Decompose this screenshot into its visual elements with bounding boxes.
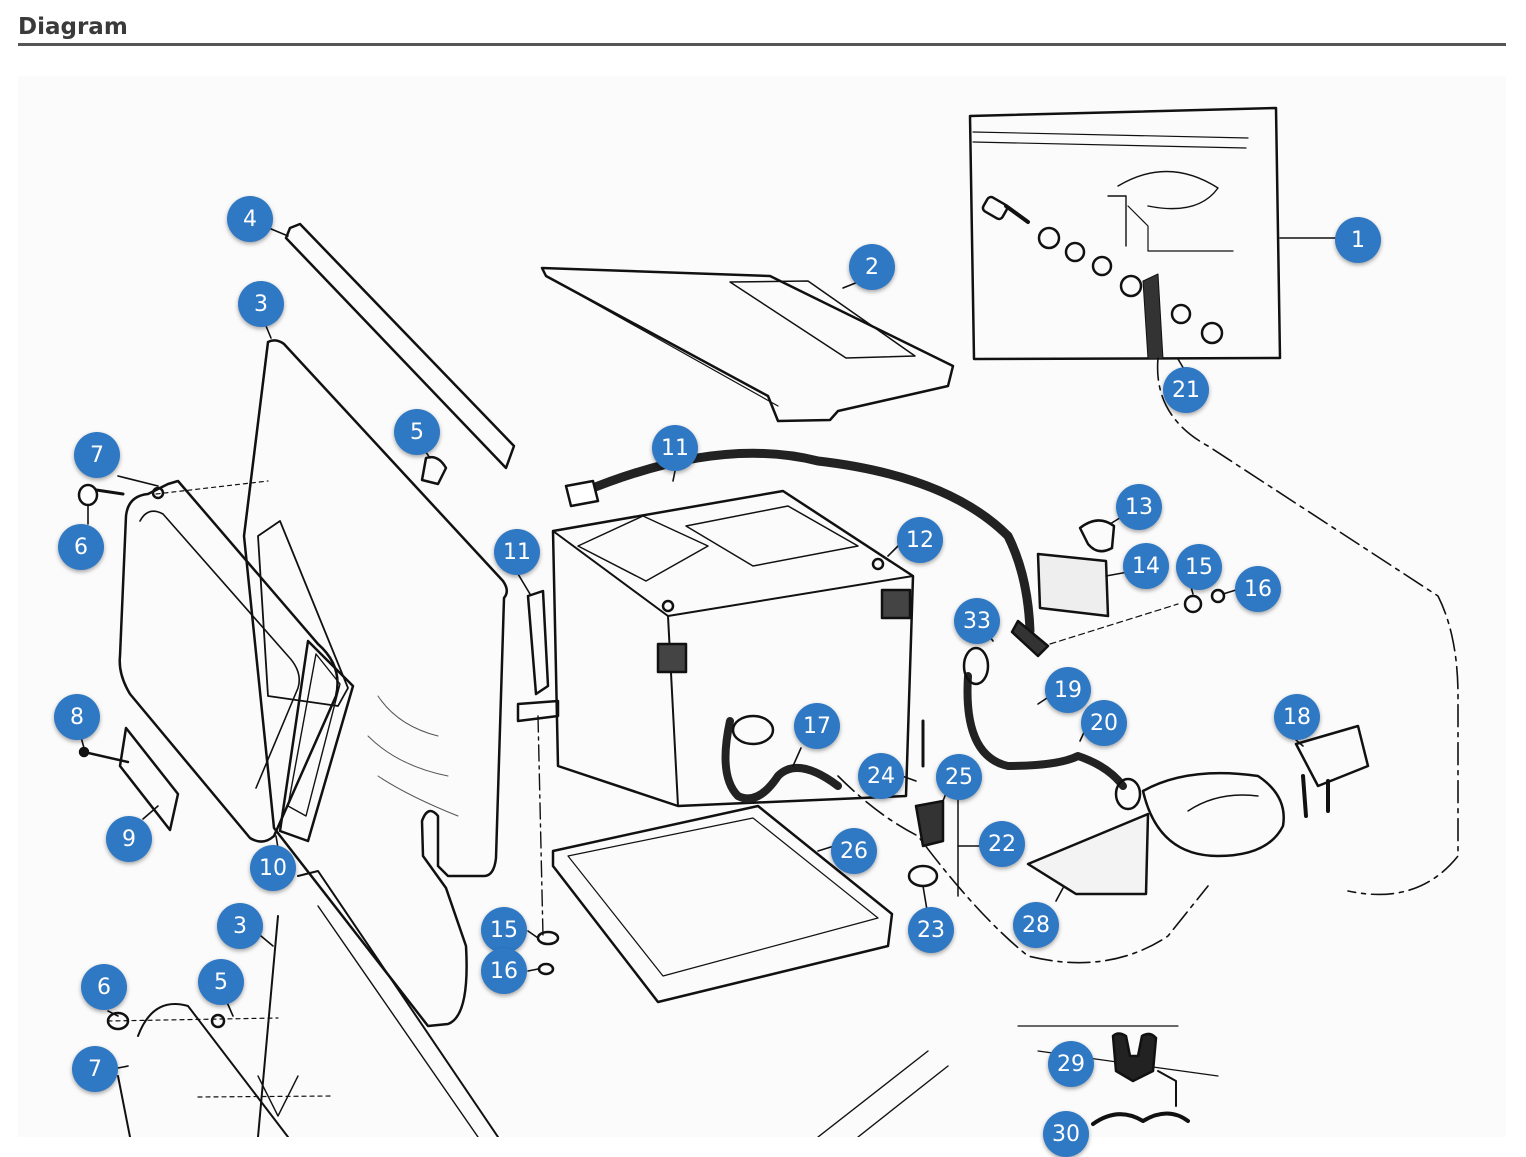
inset-detail-box bbox=[968, 106, 1459, 896]
trim-strip-part bbox=[284, 222, 516, 470]
callout-22[interactable]: 22 bbox=[979, 821, 1025, 867]
callout-12[interactable]: 12 bbox=[897, 517, 943, 563]
section-header: Diagram bbox=[18, 12, 1506, 46]
callout-5-lower[interactable]: 5 bbox=[198, 959, 244, 1005]
starter-motor-part bbox=[1141, 724, 1370, 858]
callout-26[interactable]: 26 bbox=[831, 828, 877, 874]
clip-part bbox=[1078, 519, 1116, 553]
callout-15-lower[interactable]: 15 bbox=[481, 907, 527, 953]
callout-30[interactable]: 30 bbox=[1043, 1111, 1089, 1157]
ground-cable-part bbox=[721, 717, 842, 803]
callout-7[interactable]: 7 bbox=[74, 432, 120, 478]
battery-part bbox=[551, 489, 915, 808]
cable-clamp-part bbox=[1111, 1032, 1158, 1083]
spacer-block-part bbox=[1036, 552, 1110, 618]
access-door-part bbox=[77, 479, 355, 843]
diagram-panel: 1 2 3 4 5 6 7 8 9 10 11 11 12 13 14 15 1… bbox=[18, 76, 1506, 1157]
callout-8[interactable]: 8 bbox=[54, 694, 100, 740]
battery-tray-part bbox=[551, 804, 894, 1004]
callout-15[interactable]: 15 bbox=[1176, 544, 1222, 590]
hold-down-strap-part bbox=[516, 589, 560, 723]
callout-4[interactable]: 4 bbox=[227, 196, 273, 242]
positive-cable-part bbox=[963, 672, 1127, 790]
callout-3-lower[interactable]: 3 bbox=[217, 903, 263, 949]
side-panel-part bbox=[242, 339, 508, 1028]
callout-11-left[interactable]: 11 bbox=[494, 529, 540, 575]
section-title: Diagram bbox=[18, 14, 128, 40]
callout-10[interactable]: 10 bbox=[250, 845, 296, 891]
callout-3[interactable]: 3 bbox=[238, 281, 284, 327]
bracket-part bbox=[118, 726, 180, 832]
callout-16-lower[interactable]: 16 bbox=[481, 948, 527, 994]
callout-17[interactable]: 17 bbox=[794, 703, 840, 749]
callout-25[interactable]: 25 bbox=[936, 754, 982, 800]
callout-21[interactable]: 21 bbox=[1163, 367, 1209, 413]
callout-14[interactable]: 14 bbox=[1123, 543, 1169, 589]
callout-9[interactable]: 9 bbox=[106, 816, 152, 862]
callout-20[interactable]: 20 bbox=[1081, 700, 1127, 746]
lower-panel-part bbox=[106, 870, 499, 1137]
callout-24[interactable]: 24 bbox=[858, 753, 904, 799]
callout-16[interactable]: 16 bbox=[1235, 566, 1281, 612]
callout-6[interactable]: 6 bbox=[58, 524, 104, 570]
callout-6-lower[interactable]: 6 bbox=[81, 964, 127, 1010]
callout-13[interactable]: 13 bbox=[1116, 484, 1162, 530]
callout-2[interactable]: 2 bbox=[849, 244, 895, 290]
callout-33[interactable]: 33 bbox=[954, 598, 1000, 644]
callout-23[interactable]: 23 bbox=[908, 907, 954, 953]
callout-7-lower[interactable]: 7 bbox=[72, 1046, 118, 1092]
callout-1[interactable]: 1 bbox=[1335, 217, 1381, 263]
screw-part bbox=[82, 750, 130, 764]
callout-28[interactable]: 28 bbox=[1013, 902, 1059, 948]
callout-5[interactable]: 5 bbox=[394, 409, 440, 455]
callout-11-top[interactable]: 11 bbox=[652, 425, 698, 471]
callout-29[interactable]: 29 bbox=[1048, 1041, 1094, 1087]
grommet-part bbox=[907, 864, 939, 888]
callout-18[interactable]: 18 bbox=[1274, 694, 1320, 740]
wing-nut-part bbox=[420, 455, 448, 486]
callout-19[interactable]: 19 bbox=[1045, 667, 1091, 713]
heat-shield-part bbox=[1026, 812, 1150, 896]
battery-cover-part bbox=[540, 266, 955, 423]
exploded-parts-illustration bbox=[77, 106, 1459, 1137]
